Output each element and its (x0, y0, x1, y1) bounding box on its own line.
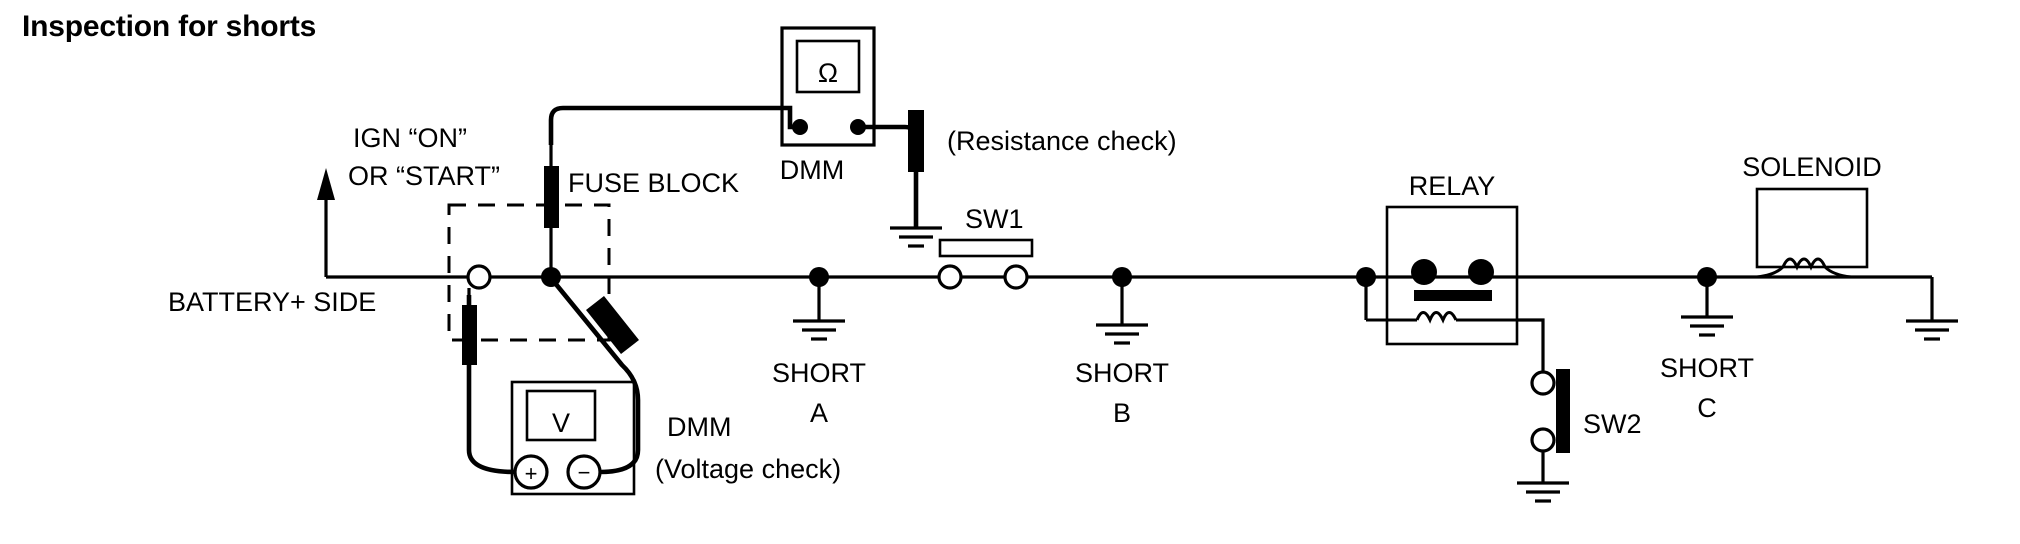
short-a-label-bottom: A (810, 398, 828, 428)
short-c-ground (1681, 267, 1733, 337)
sw1-terminal-left (937, 264, 963, 290)
minus-symbol: − (578, 460, 591, 485)
resistance-check-label: (Resistance check) (947, 126, 1177, 156)
plus-symbol: + (525, 461, 538, 486)
ohm-right-lead-wire (858, 110, 924, 228)
fuse-block-outline (447, 203, 611, 342)
short-b-label-bottom: B (1113, 398, 1131, 428)
sw1-terminal-right (1003, 264, 1029, 290)
relay-contact-right (1468, 259, 1494, 285)
fuse-block-label: FUSE BLOCK (568, 168, 739, 198)
sw1-lever (938, 238, 1034, 258)
sw2-lever (1556, 369, 1570, 453)
ign-feed-wire (317, 168, 470, 279)
relay-label: RELAY (1409, 171, 1496, 201)
ground-icon-ohm (890, 226, 942, 248)
ohm-left-lead-wire (548, 105, 800, 145)
dmm-top-label: DMM (780, 155, 844, 185)
ohm-symbol: Ω (818, 58, 838, 88)
volt-plus-lead-wire (462, 288, 516, 475)
sw2-switch[interactable] (1517, 369, 1570, 503)
relay-contact-left (1411, 259, 1437, 285)
relay-block (1356, 205, 1545, 377)
volt-minus-lead-wire (553, 281, 641, 475)
sw2-terminal-bottom (1530, 427, 1556, 453)
volt-symbol: V (552, 408, 570, 438)
probe-icon (462, 305, 477, 365)
short-c-label-top: SHORT (1660, 353, 1754, 383)
arrow-up-icon (317, 168, 335, 200)
probe-icon (586, 296, 639, 354)
sw2-label: SW2 (1583, 409, 1642, 439)
short-a-ground (793, 267, 845, 341)
relay-armature-bar (1414, 290, 1492, 301)
dmm-bottom-label: DMM (667, 412, 731, 442)
coil-icon (1415, 311, 1458, 324)
page-title: Inspection for shorts (22, 10, 317, 43)
short-b-label-top: SHORT (1075, 358, 1169, 388)
ign-start-label: OR “START” (348, 161, 500, 191)
sw1-label: SW1 (965, 204, 1024, 234)
dmm-volt-meter: V + − (510, 380, 636, 496)
battery-side-label: BATTERY+ SIDE (168, 287, 376, 317)
coil-icon (1756, 257, 1852, 279)
probe-icon (908, 110, 924, 172)
short-a-label-top: SHORT (772, 358, 866, 388)
solenoid-label: SOLENOID (1742, 152, 1882, 182)
fuse-element (544, 145, 559, 270)
sw1-switch[interactable] (937, 238, 1034, 290)
sw2-terminal-top (1530, 370, 1556, 396)
short-c-label-bottom: C (1697, 393, 1717, 423)
fuse-junction-node (541, 267, 561, 287)
right-end-ground (1906, 277, 1958, 341)
battery-side-terminal (466, 264, 492, 290)
ign-on-label: IGN “ON” (353, 123, 467, 153)
voltage-check-label: (Voltage check) (655, 454, 841, 484)
solenoid-block (1755, 187, 1869, 279)
short-b-ground (1096, 267, 1148, 345)
